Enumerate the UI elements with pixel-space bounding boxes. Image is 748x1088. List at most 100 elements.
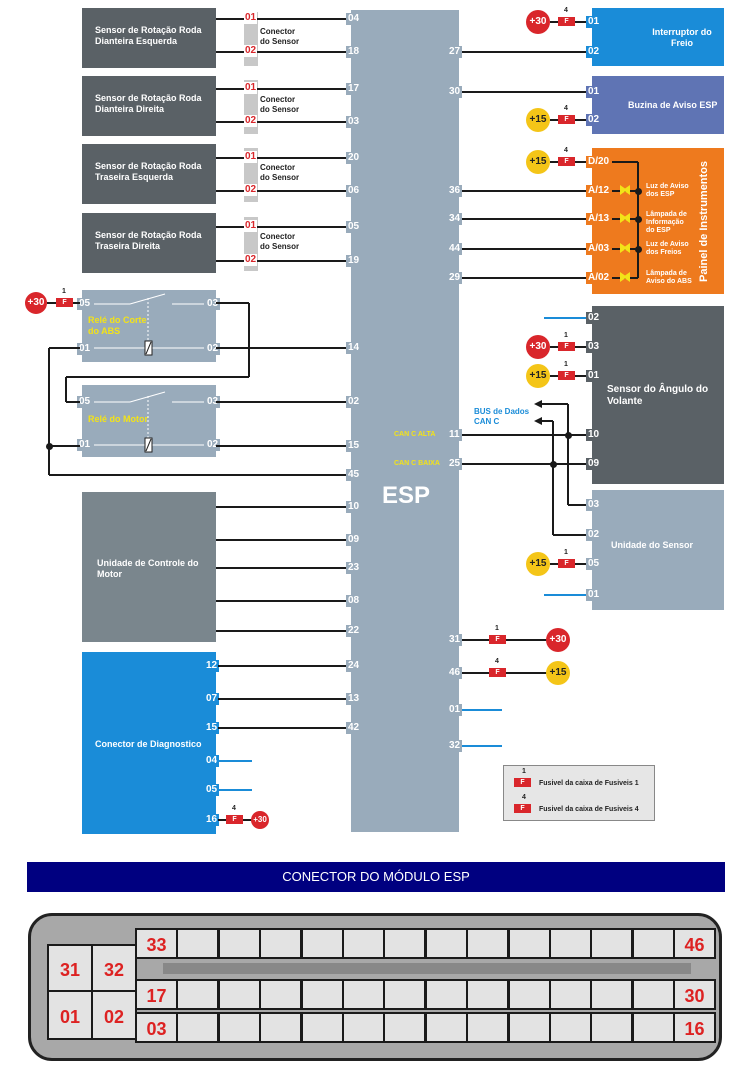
- esp-pin: 36: [447, 185, 463, 197]
- wheel-sensor-label: Sensor de Rotação Roda Dianteira Esquerd…: [95, 25, 202, 46]
- brake-switch-pin: 01: [586, 16, 602, 28]
- wire: [575, 21, 586, 23]
- junction-dot: [635, 246, 642, 253]
- connector-key-slot: [163, 963, 691, 974]
- ground-icon: [528, 586, 544, 604]
- connector-pin: [259, 979, 302, 1010]
- legend-fuse-4-text: Fusivel da caixa de Fusiveis 4: [539, 806, 639, 813]
- wire: [218, 698, 346, 700]
- diag-pin: 15: [204, 722, 220, 734]
- fuse-icon: F: [226, 815, 243, 824]
- esp-pin: 46: [447, 667, 463, 679]
- ground-wire: [459, 709, 502, 711]
- sensor-connector-pin: 02: [244, 115, 258, 127]
- legend-fuse-4-icon: F: [514, 804, 531, 813]
- fuse-icon: F: [489, 668, 506, 677]
- wire: [567, 404, 569, 505]
- wire: [73, 302, 80, 304]
- esp-pin: 15: [346, 440, 362, 452]
- fuse-icon: F: [558, 115, 575, 124]
- wire: [459, 277, 586, 279]
- connector-pin: [176, 979, 219, 1010]
- instrument-panel-label: Painel de Instrumentos: [698, 160, 710, 282]
- esp-pin: 32: [447, 740, 463, 752]
- esp-warning-horn: [592, 76, 724, 134]
- wire: [550, 119, 558, 121]
- connector-pin-02: 02: [91, 990, 137, 1040]
- wire: [550, 375, 558, 377]
- connector-pin: [549, 928, 592, 959]
- ground-icon: [502, 701, 518, 719]
- relay-abs-cut-label: Relé do Corte do ABS: [88, 315, 147, 336]
- horn-pin: 02: [586, 114, 602, 126]
- connector-pin: [632, 928, 675, 959]
- esp-label: ESP: [382, 482, 431, 509]
- connector-pin-32: 32: [91, 944, 137, 992]
- esp-pin: 17: [346, 83, 362, 95]
- warning-lamp-icon: [620, 272, 630, 282]
- esp-pin: 25: [447, 458, 463, 470]
- fuse-icon: F: [558, 371, 575, 380]
- steering-pin: 01: [586, 370, 602, 382]
- steering-pin: 02: [586, 312, 602, 324]
- esp-pin: 14: [346, 342, 362, 354]
- sensor-connector-label: Conector do Sensor: [260, 27, 300, 46]
- wire: [216, 630, 346, 632]
- connector-pin: [549, 979, 592, 1010]
- fuse-icon-number: 1: [62, 288, 66, 295]
- brake-switch: [592, 8, 724, 66]
- wire: [216, 121, 346, 123]
- panel-lamp-pin: A/03: [586, 243, 612, 255]
- esp-pin: 31: [447, 634, 463, 646]
- wheel-sensor-4: [82, 213, 216, 273]
- panel-lamp-pin: A/13: [586, 213, 612, 225]
- connector-pin-mid_row-last: 30: [673, 979, 716, 1010]
- wire: [550, 563, 558, 565]
- panel-lamp-pin: A/02: [586, 272, 612, 284]
- sensor-connector-pin: 01: [244, 220, 258, 232]
- plus15-supply: +15: [526, 552, 550, 576]
- sensor-unit: [592, 490, 724, 610]
- brake-switch-label: Interruptor do Freio: [652, 27, 712, 48]
- wire: [248, 303, 250, 377]
- wire: [216, 226, 346, 228]
- connector-pin: [259, 1012, 302, 1043]
- connector-pin-bottom_row-last: 16: [673, 1012, 716, 1043]
- connector-section-title: CONECTOR DO MÓDULO ESP: [27, 862, 725, 892]
- diagnostic-connector: [82, 652, 216, 834]
- fuse-icon-number: 4: [495, 658, 499, 665]
- wire: [540, 420, 553, 422]
- junction-dot: [635, 216, 642, 223]
- connector-pin: [549, 1012, 592, 1043]
- horn-pin: 01: [586, 86, 602, 98]
- fuse-icon-number: 1: [564, 361, 568, 368]
- plus15-supply: +15: [526, 364, 550, 388]
- panel-pin-d20: D/20: [586, 156, 612, 168]
- esp-pin: 18: [346, 46, 362, 58]
- switch-icon: [600, 18, 630, 58]
- wire: [216, 401, 346, 403]
- connector-pin: [301, 928, 344, 959]
- connector-pin: [342, 1012, 385, 1043]
- wire: [575, 563, 586, 565]
- esp-pin: 22: [346, 625, 362, 637]
- wire: [459, 463, 586, 465]
- legend-fuse-1-icon: F: [514, 778, 531, 787]
- connector-pin-31: 31: [47, 944, 93, 992]
- connector-pin-top_row-last: 46: [673, 928, 716, 959]
- connector-pin: [383, 928, 426, 959]
- lamp-label: Lâmpada de Informação do ESP: [646, 211, 687, 234]
- wire: [575, 161, 586, 163]
- sensor-connector-label: Conector do Sensor: [260, 163, 300, 182]
- connector-pin: [466, 979, 509, 1010]
- diag-pin: 05: [204, 784, 220, 796]
- fuse-icon-number: 1: [564, 549, 568, 556]
- wire: [459, 91, 586, 93]
- plus15-supply: +15: [526, 108, 550, 132]
- wire: [49, 347, 80, 349]
- ground-icon: [252, 781, 268, 799]
- junction-dot: [565, 432, 572, 439]
- can-low-label: CAN C BAIXA: [394, 460, 440, 467]
- relay1-pin-01: 01: [77, 343, 93, 355]
